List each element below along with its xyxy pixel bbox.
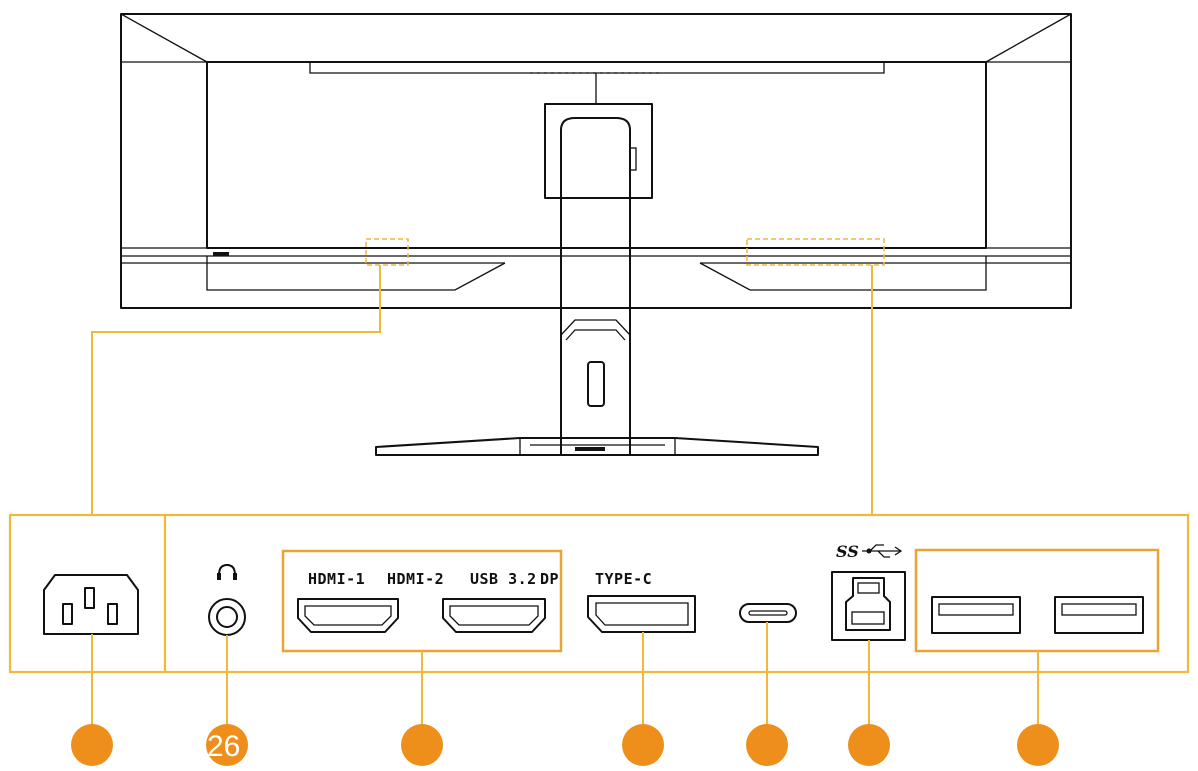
port-labels: HDMI-1 HDMI-2 USB 3.2 DP TYPE-C bbox=[308, 570, 652, 588]
hdmi-1-port bbox=[297, 598, 399, 633]
callout-dot-5 bbox=[746, 724, 788, 766]
right-port-area bbox=[746, 238, 885, 266]
hdmi-1-label: HDMI-1 bbox=[308, 570, 365, 588]
usb-type-c-port bbox=[739, 603, 797, 623]
usb-a-port-1 bbox=[931, 596, 1021, 634]
usb-a-group-box bbox=[914, 548, 1160, 653]
callout-number-2: 26 bbox=[207, 730, 240, 763]
usb-label: USB 3.2 bbox=[470, 570, 537, 588]
callout-dot-4 bbox=[622, 724, 664, 766]
callout-dot-6 bbox=[848, 724, 890, 766]
displayport-port bbox=[587, 595, 696, 633]
hdmi-group-box bbox=[281, 549, 563, 653]
monitor-back bbox=[120, 13, 1072, 309]
left-port-area bbox=[365, 238, 409, 266]
ss-logo-text: SS bbox=[836, 542, 859, 561]
callouts: 26 bbox=[71, 622, 1059, 766]
hdmi-2-port bbox=[442, 598, 546, 633]
usb-a-port-2 bbox=[1054, 596, 1144, 634]
dp-label: DP bbox=[540, 570, 559, 588]
hdmi-2-label: HDMI-2 bbox=[387, 570, 444, 588]
monitor-stand bbox=[375, 73, 819, 456]
type-c-label: TYPE-C bbox=[595, 570, 652, 588]
power-socket-icon bbox=[43, 574, 139, 635]
callout-dot-7 bbox=[1017, 724, 1059, 766]
callout-dot-1 bbox=[71, 724, 113, 766]
callout-dot-3 bbox=[401, 724, 443, 766]
audio-jack bbox=[208, 598, 246, 636]
usb-b-port bbox=[831, 571, 906, 641]
port-panel bbox=[8, 513, 1190, 674]
headphone-icon bbox=[217, 564, 237, 580]
callout-dot-2 bbox=[206, 724, 248, 766]
superspeed-usb-icon: SS bbox=[836, 542, 903, 561]
